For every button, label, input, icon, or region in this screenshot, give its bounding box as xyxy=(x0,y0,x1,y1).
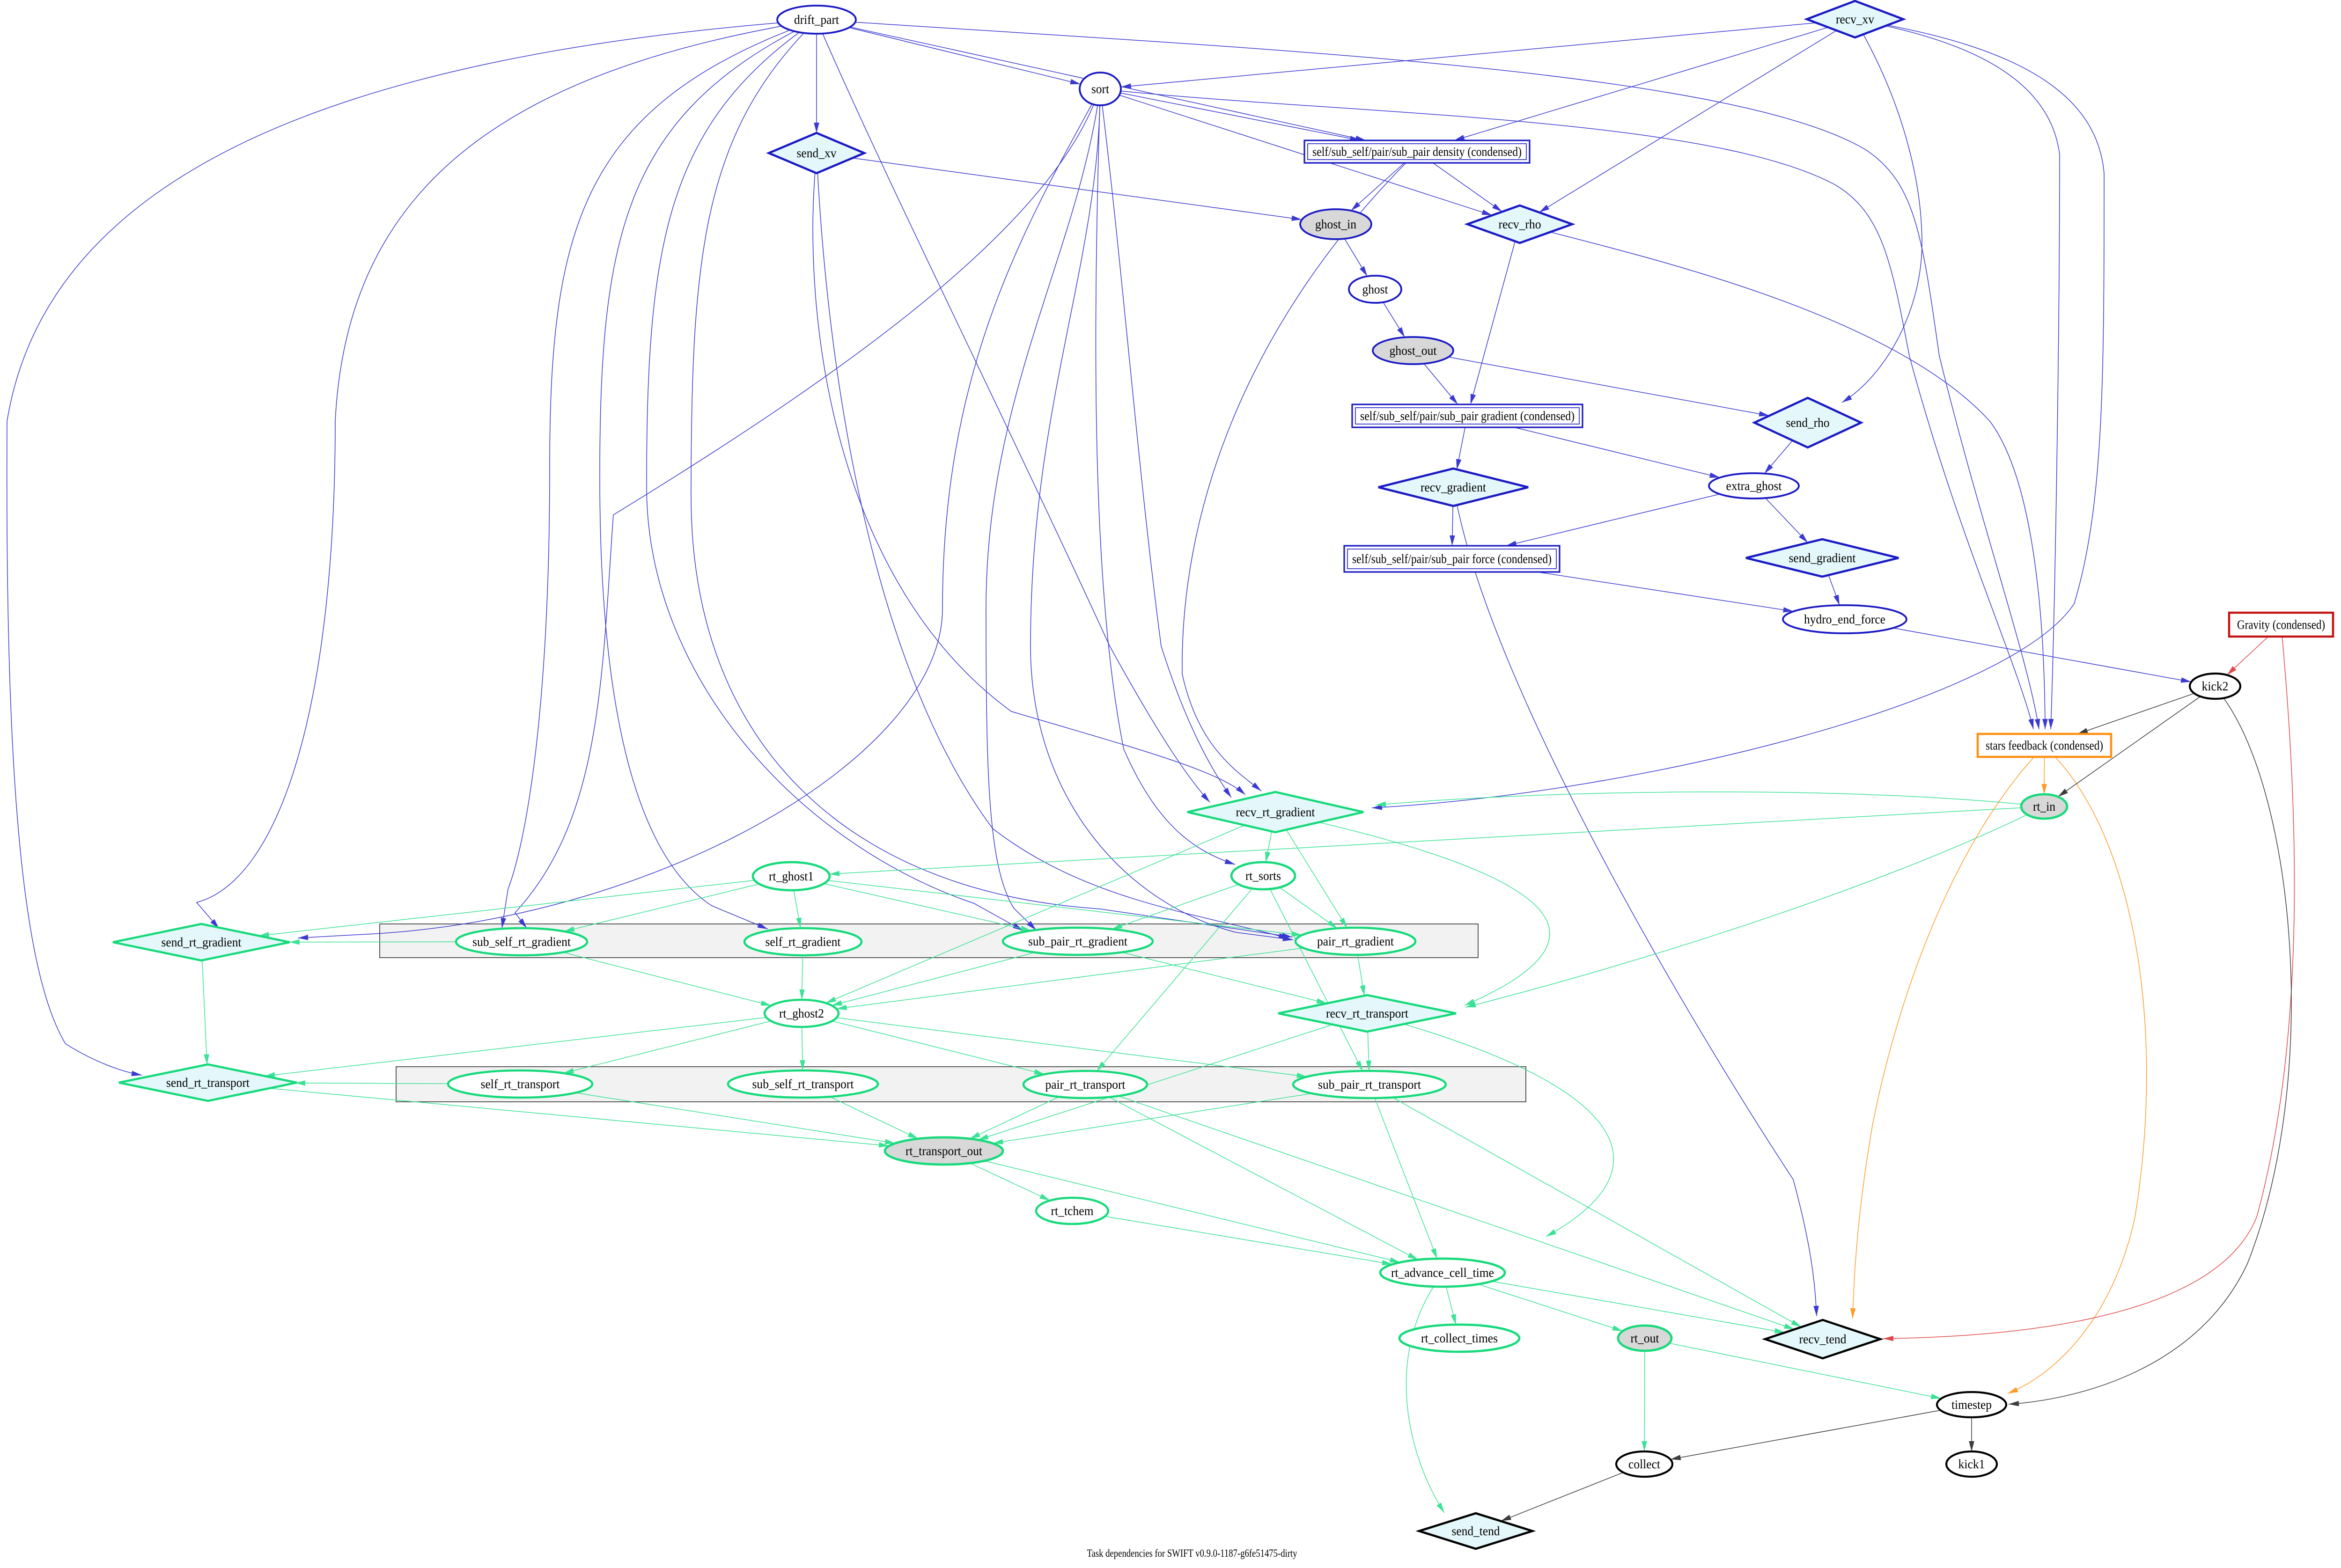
svg-text:ghost: ghost xyxy=(1362,282,1388,296)
svg-text:ghost_in: ghost_in xyxy=(1315,217,1356,231)
svg-text:send_gradient: send_gradient xyxy=(1789,551,1856,565)
svg-text:sub_pair_rt_gradient: sub_pair_rt_gradient xyxy=(1028,934,1127,948)
svg-text:extra_ghost: extra_ghost xyxy=(1726,479,1782,493)
svg-text:pair_rt_gradient: pair_rt_gradient xyxy=(1317,934,1394,948)
svg-text:self/sub_self/pair/sub_pair fo: self/sub_self/pair/sub_pair force (conde… xyxy=(1352,552,1552,566)
svg-text:drift_part: drift_part xyxy=(794,13,839,27)
svg-text:recv_xv: recv_xv xyxy=(1836,12,1874,26)
svg-text:pair_rt_transport: pair_rt_transport xyxy=(1045,1077,1126,1092)
svg-text:send_rho: send_rho xyxy=(1786,416,1830,430)
svg-text:send_rt_gradient: send_rt_gradient xyxy=(162,935,242,949)
svg-text:send_rt_transport: send_rt_transport xyxy=(166,1076,250,1090)
svg-text:sub_self_rt_gradient: sub_self_rt_gradient xyxy=(472,935,571,949)
svg-text:recv_tend: recv_tend xyxy=(1799,1332,1847,1346)
svg-text:rt_advance_cell_time: rt_advance_cell_time xyxy=(1391,1266,1494,1280)
svg-text:kick1: kick1 xyxy=(1958,1457,1985,1471)
svg-text:rt_transport_out: rt_transport_out xyxy=(905,1144,982,1158)
svg-text:rt_ghost2: rt_ghost2 xyxy=(779,1006,824,1020)
svg-text:hydro_end_force: hydro_end_force xyxy=(1804,612,1885,626)
svg-text:recv_rt_transport: recv_rt_transport xyxy=(1326,1006,1408,1020)
svg-text:rt_out: rt_out xyxy=(1631,1331,1659,1345)
svg-text:sort: sort xyxy=(1091,82,1109,96)
svg-text:ghost_out: ghost_out xyxy=(1390,344,1437,358)
svg-text:stars feedback (condensed): stars feedback (condensed) xyxy=(1986,739,2103,753)
svg-text:self_rt_transport: self_rt_transport xyxy=(481,1077,560,1091)
svg-text:self/sub_self/pair/sub_pair de: self/sub_self/pair/sub_pair density (con… xyxy=(1312,145,1522,159)
svg-text:Task dependencies for SWIFT v0: Task dependencies for SWIFT v0.9.0-1187-… xyxy=(1087,1547,1297,1559)
svg-text:timestep: timestep xyxy=(1951,1398,1992,1412)
svg-text:sub_self_rt_transport: sub_self_rt_transport xyxy=(752,1077,854,1091)
svg-text:self/sub_self/pair/sub_pair gr: self/sub_self/pair/sub_pair gradient (co… xyxy=(1360,409,1575,423)
svg-text:send_tend: send_tend xyxy=(1452,1524,1500,1538)
svg-text:Gravity (condensed): Gravity (condensed) xyxy=(2237,618,2325,632)
svg-text:kick2: kick2 xyxy=(2202,679,2229,693)
svg-text:rt_sorts: rt_sorts xyxy=(1245,869,1281,883)
svg-text:recv_rt_gradient: recv_rt_gradient xyxy=(1236,805,1315,819)
svg-text:sub_pair_rt_transport: sub_pair_rt_transport xyxy=(1318,1077,1421,1092)
svg-text:collect: collect xyxy=(1628,1457,1660,1471)
svg-text:recv_rho: recv_rho xyxy=(1499,217,1541,231)
svg-text:rt_ghost1: rt_ghost1 xyxy=(769,869,814,883)
svg-text:send_xv: send_xv xyxy=(797,146,837,160)
svg-text:rt_collect_times: rt_collect_times xyxy=(1421,1331,1498,1345)
svg-text:recv_gradient: recv_gradient xyxy=(1421,480,1486,494)
svg-text:rt_in: rt_in xyxy=(2033,799,2055,813)
svg-text:self_rt_gradient: self_rt_gradient xyxy=(766,935,841,949)
svg-text:rt_tchem: rt_tchem xyxy=(1051,1204,1094,1218)
